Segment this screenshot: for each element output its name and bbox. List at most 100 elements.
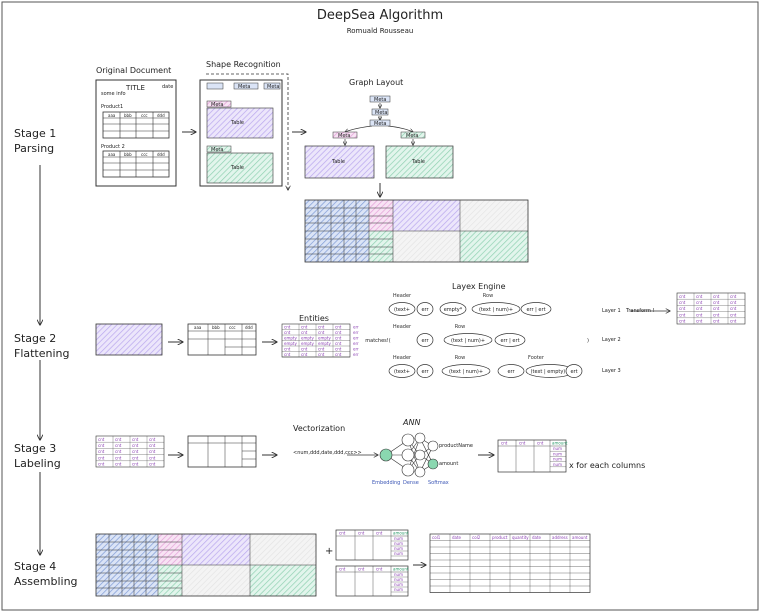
original-document-label: Original Document: [96, 66, 172, 75]
entity-cell: cnt: [318, 324, 325, 329]
entity-cell: cnt: [335, 346, 342, 351]
s4-mid-num: num: [394, 536, 403, 541]
layex-token-ellipse: [441, 364, 491, 378]
graph-layout-label: Graph Layout: [349, 78, 404, 87]
layex-token-ellipse: [443, 333, 493, 347]
grid-cell: cnt: [115, 462, 122, 467]
s4-out-header: quantity: [512, 535, 529, 540]
s4-mid-num: num: [394, 587, 403, 592]
layex-token-text: err | ert: [526, 307, 545, 313]
grid-cell: cnt: [115, 455, 122, 460]
s2-col-ccc: ccc: [229, 325, 236, 330]
layex-header-label: Header: [393, 293, 412, 299]
s4-mid-num: num: [394, 541, 403, 546]
amount-label: amount: [439, 461, 459, 467]
entity-cell: cnt: [301, 346, 308, 351]
grid-cell: cnt: [713, 306, 720, 311]
doc-date: date: [162, 84, 174, 90]
for-each-label: x for each columns: [569, 461, 646, 470]
layex-token-text: err: [421, 307, 429, 313]
entity-cell: empty: [301, 341, 314, 346]
entity-err: err: [353, 335, 359, 340]
doc-col-aaa: aaa: [108, 113, 116, 118]
s4-mid-head: cnt: [339, 531, 346, 536]
ann-output-node: [427, 440, 439, 452]
dense-label: Dense: [403, 480, 419, 486]
s4-out-header: col2: [472, 535, 481, 540]
s4-mid-head: cnt: [358, 567, 365, 572]
entity-cell: cnt: [284, 330, 291, 335]
stage4-input-grid: [95, 533, 317, 597]
layex-engine-label: Layex Engine: [452, 282, 506, 291]
doc2-col-ccc: ccc: [141, 152, 148, 157]
grid-cell: cnt: [730, 306, 737, 311]
ann-dense-node: [401, 448, 415, 462]
layex-token-text: (text | num)+: [451, 338, 485, 344]
transform-label: Transform !: [626, 308, 655, 314]
s3-out-num: num: [553, 446, 562, 451]
entity-cell: empty: [318, 341, 331, 346]
grid-cell: cnt: [98, 437, 105, 442]
grid-cell: cnt: [713, 319, 720, 324]
layex-token-ellipse: [416, 333, 434, 347]
doc-info: some info: [101, 91, 126, 97]
grid-cell: cnt: [679, 319, 686, 324]
softmax-label: Softmax: [428, 480, 449, 486]
ann-dense-node: [401, 433, 415, 447]
s4-out-header: date: [532, 535, 542, 540]
grid-cell: cnt: [149, 443, 156, 448]
embedding-label: Embedding: [372, 480, 401, 486]
stage-1-number: Stage 1: [14, 127, 57, 140]
shape-recognition-label: Shape Recognition: [206, 60, 281, 69]
stage-4-number: Stage 4: [14, 560, 57, 573]
s4-mid-head: cnt: [339, 567, 346, 572]
s4-mid-head-amount: amount: [393, 531, 409, 536]
entity-cell: cnt: [284, 346, 291, 351]
layex-token-text: ert: [570, 369, 577, 375]
doc-col-ddd: ddd: [157, 113, 165, 118]
shape-table-2: Table: [231, 165, 244, 171]
stage-1-name: Parsing: [14, 142, 55, 155]
layex-row-label: Row: [455, 324, 465, 330]
ann-dense-node: [401, 463, 415, 477]
stage2-input-table: [95, 323, 163, 356]
doc-product1: Product1: [101, 104, 124, 110]
layex-token-text: empty*: [444, 307, 463, 313]
entity-cell: cnt: [318, 346, 325, 351]
s4-mid-num: num: [394, 582, 403, 587]
grid-cell: cnt: [149, 437, 156, 442]
grid-cell: cnt: [713, 294, 720, 299]
original-document: [95, 79, 177, 187]
grid-cell: cnt: [679, 294, 686, 299]
layex-token-text: err: [421, 338, 429, 344]
entity-err: err: [353, 330, 359, 335]
grid-cell: cnt: [696, 312, 703, 317]
entity-cell: cnt: [284, 352, 291, 357]
graph-table-left: Table: [332, 159, 345, 165]
grid-cell: cnt: [730, 319, 737, 324]
entity-err: err: [353, 324, 359, 329]
shape-table-1: Table: [231, 120, 244, 126]
entity-cell: cnt: [318, 352, 325, 357]
layex-footer-label: Footer: [528, 355, 545, 361]
grid-cell: cnt: [713, 300, 720, 305]
s3-out-num: num: [553, 451, 562, 456]
layex-token-ellipse: [416, 364, 434, 378]
grid-cell: cnt: [679, 306, 686, 311]
entity-cell: empty: [301, 335, 314, 340]
layex-token-ellipse: [471, 302, 521, 316]
stage-2-label: Stage 2 Flattening: [14, 331, 70, 361]
entity-cell: cnt: [284, 324, 291, 329]
entity-err: err: [353, 346, 359, 351]
doc2-col-bbb: bbb: [124, 152, 132, 157]
entity-cell: cnt: [335, 330, 342, 335]
ann-network: [347, 432, 439, 478]
grid-cell: cnt: [115, 449, 122, 454]
entity-cell: empty: [284, 335, 297, 340]
s2-col-aaa: aaa: [194, 325, 202, 330]
